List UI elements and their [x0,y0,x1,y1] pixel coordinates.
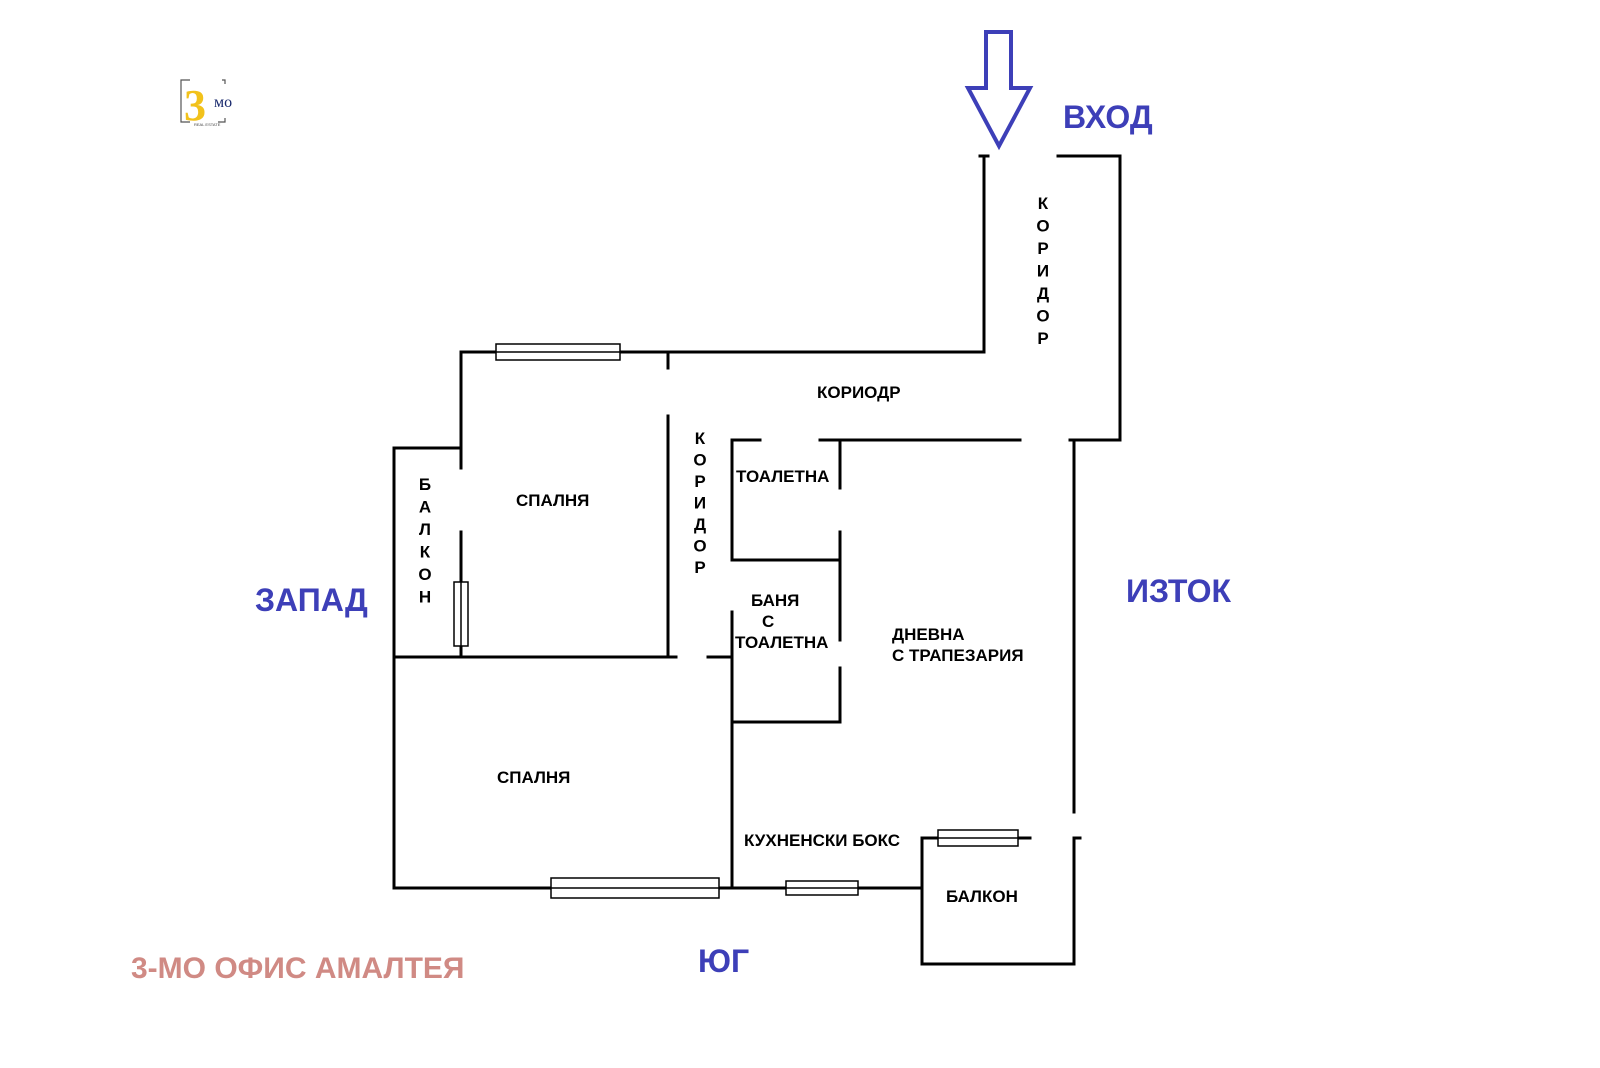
logo-suffix: мо [214,94,232,111]
walls [392,154,1122,966]
vertical-letter: Р [694,472,705,491]
vertical-letter: О [693,537,706,556]
vertical-letter: Б [419,475,431,494]
room-corridor-main: КОРИОДР [817,383,901,402]
room-balcony-west: БАЛКОН [418,475,431,607]
room-living-line-1: ДНЕВНА [892,625,965,644]
vertical-letter: К [695,429,706,448]
room-bath-line-3: ТОАЛЕТНА [735,633,828,652]
direction-south: ЮГ [698,943,749,979]
vertical-letter: О [418,565,431,584]
direction-west: ЗАПАД [255,582,368,618]
direction-east: ИЗТОК [1126,573,1231,609]
room-bedroom-2: СПАЛНЯ [497,768,570,787]
vertical-letter: Д [694,515,706,534]
vertical-letter: Л [419,520,431,539]
windows [453,343,1019,899]
logo-digit: 3 [184,81,206,130]
vertical-letter: Д [1037,284,1049,303]
room-bedroom-1: СПАЛНЯ [516,491,589,510]
window-top [495,343,621,361]
vertical-letter: К [420,543,431,562]
room-bath-line-2: С [762,612,774,631]
room-toilet: ТОАЛЕТНА [736,467,829,486]
vertical-letter: О [1036,307,1049,326]
window-bedroom-south [550,877,720,899]
entrance-label: ВХОД [1063,99,1153,135]
vertical-letter: И [694,494,706,513]
logo: 3 мо REAL ESTATE [180,79,232,130]
vertical-letter: Н [419,588,431,607]
down-arrow-icon [964,30,1034,151]
vertical-letter: А [419,498,431,517]
window-kitchen [785,880,859,896]
office-caption: 3-МО ОФИС АМАЛТЕЯ [131,952,464,985]
room-living-line-2: С ТРАПЕЗАРИЯ [892,646,1024,665]
room-bath: БАНЯ С ТОАЛЕТНА [735,591,828,652]
room-bath-line-1: БАНЯ [751,591,799,610]
vertical-letter: Р [1037,329,1048,348]
vertical-letter: Р [1037,239,1048,258]
vertical-letter: И [1037,262,1049,281]
vertical-letter: Р [694,558,705,577]
window-balcony-west [453,581,469,647]
window-living-balcony [937,829,1019,847]
vertical-letter: О [1036,217,1049,236]
room-balcony-south: БАЛКОН [946,887,1018,906]
logo-tagline: REAL ESTATE [194,122,221,127]
vertical-letter: К [1038,194,1049,213]
vertical-letter: О [693,451,706,470]
room-kitchen: КУХНЕНСКИ БОКС [744,831,900,850]
room-living: ДНЕВНА С ТРАПЕЗАРИЯ [892,625,1024,665]
